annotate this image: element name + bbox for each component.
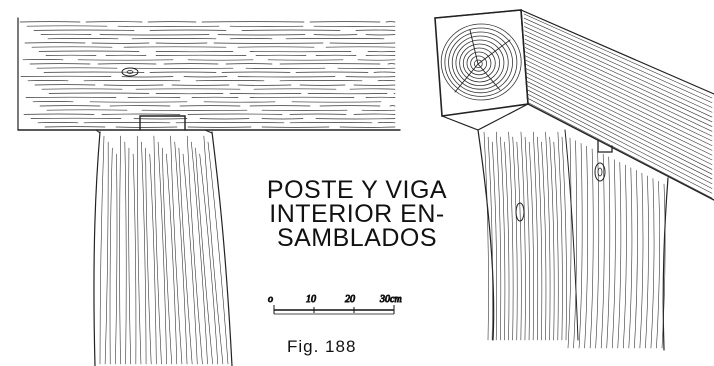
right-post-knot-1: [515, 202, 525, 222]
right-beam-grain: [523, 13, 713, 199]
scale-label-10: 10: [306, 294, 316, 305]
right-post: [441, 103, 669, 351]
left-beam-grain: [19, 21, 396, 128]
left-post-edge-left: [93, 131, 101, 366]
figure-title: POSTE Y VIGA INTERIOR EN- SAMBLADOS: [232, 176, 482, 252]
right-post-grain: [483, 131, 666, 349]
scale-label-20: 20: [345, 294, 355, 305]
scale-label-0: o: [268, 294, 273, 305]
title-line-2: INTERIOR EN-: [269, 200, 445, 228]
left-beam-knot: [121, 67, 139, 77]
left-beam: [17, 17, 401, 131]
right-beam: [434, 9, 714, 201]
title-line-1: POSTE Y VIGA: [266, 176, 448, 204]
left-post-edge-right: [211, 131, 233, 366]
left-post: [93, 115, 233, 366]
scale-label-30cm: 30cm: [379, 294, 402, 305]
right-beam-notch: [597, 139, 613, 153]
scale-bar: o 10 20 30cm: [268, 294, 402, 315]
title-line-3: SAMBLADOS: [276, 224, 438, 252]
right-post-edge-right: [662, 177, 669, 351]
right-beam-rings: [440, 23, 522, 101]
right-post-knot-2: [594, 162, 606, 182]
left-post-grain: [99, 135, 229, 365]
figure-caption: Fig. 188: [287, 337, 357, 356]
right-post-edge-left: [477, 129, 495, 341]
left-tenon: [139, 115, 186, 131]
right-post-corner: [564, 129, 579, 341]
